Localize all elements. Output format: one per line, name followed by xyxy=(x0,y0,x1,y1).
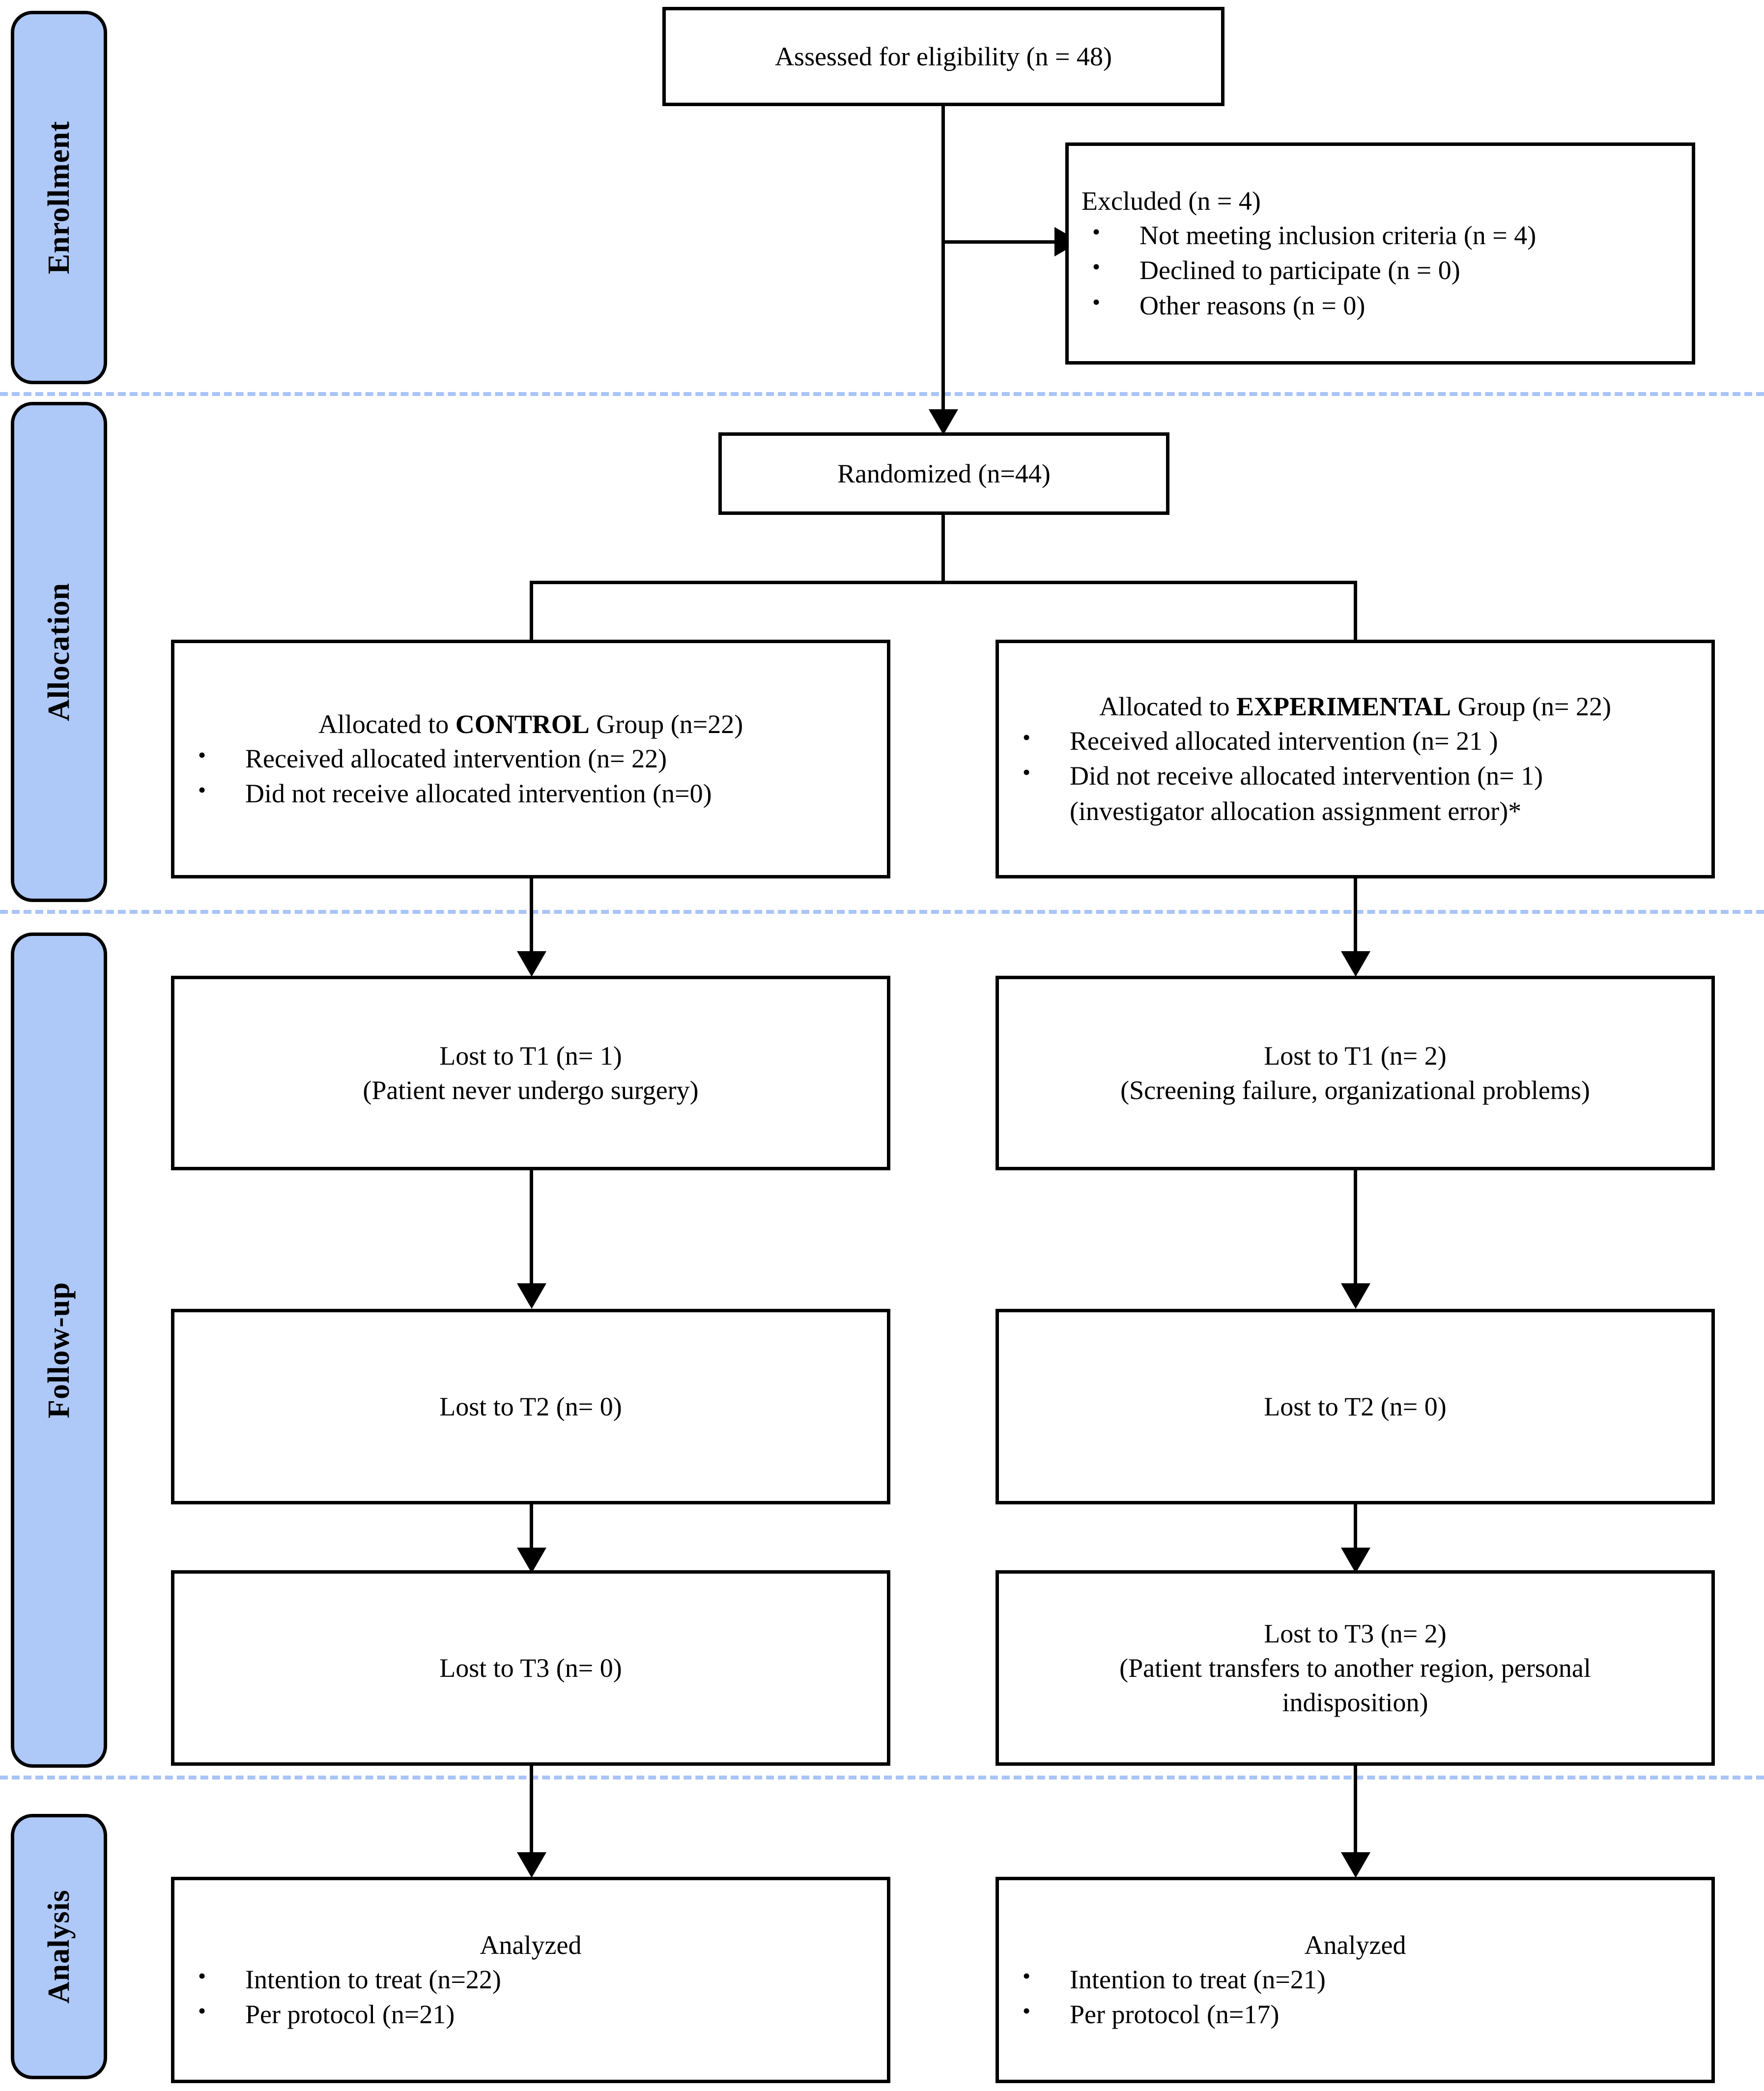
excluded-bullet-list: Not meeting inclusion criteria (n = 4) D… xyxy=(1081,217,1679,323)
analyzed-experimental-bullet-list: Intention to treat (n=21) Per protocol (… xyxy=(1012,1961,1699,2033)
control-lost-t3-line1: Lost to T3 (n= 0) xyxy=(439,1653,622,1683)
analyzed-control-bullet-list: Intention to treat (n=22) Per protocol (… xyxy=(187,1961,874,2033)
connector-randomized-split xyxy=(530,581,1357,584)
analyzed-experimental-bullet-item: Per protocol (n=17) xyxy=(1012,1996,1699,2032)
phase-label-enrollment-text: Enrollment xyxy=(42,121,76,274)
node-allocated-experimental: Allocated to EXPERIMENTAL Group (n= 22) … xyxy=(996,640,1715,878)
node-assessed-for-eligibility: Assessed for eligibility (n = 48) xyxy=(662,7,1224,106)
allocated-experimental-note: (investigator allocation assignment erro… xyxy=(1070,796,1522,826)
excluded-bullet-item: Not meeting inclusion criteria (n = 4) xyxy=(1081,217,1679,253)
control-lost-t1-line2: (Patient never undergo surgery) xyxy=(363,1075,699,1105)
phase-label-analysis-text: Analysis xyxy=(42,1890,76,2004)
allocated-control-bullet-item: Received allocated intervention (n= 22) xyxy=(187,740,874,776)
node-experimental-lost-t3: Lost to T3 (n= 2) (Patient transfers to … xyxy=(996,1570,1715,1766)
connector-control-alloc-to-t1 xyxy=(530,878,533,951)
node-experimental-lost-t1: Lost to T1 (n= 2) (Screening failure, or… xyxy=(996,976,1715,1170)
excluded-bullet-item: Declined to participate (n = 0) xyxy=(1081,252,1679,288)
node-allocated-control: Allocated to CONTROL Group (n=22) Receiv… xyxy=(171,640,890,878)
allocated-control-group-name: CONTROL xyxy=(455,709,590,739)
phase-label-allocation-text: Allocation xyxy=(42,582,76,722)
allocated-experimental-bullet-list: Received allocated intervention (n= 21 )… xyxy=(1012,723,1699,829)
control-lost-t2-line1: Lost to T2 (n= 0) xyxy=(439,1391,622,1421)
arrow-experimental-t1-to-t2 xyxy=(1341,1283,1370,1309)
connector-to-experimental-allocation xyxy=(1354,581,1357,643)
analyzed-control-bullet-item: Intention to treat (n=22) xyxy=(187,1961,874,1997)
phase-label-followup: Follow-up xyxy=(11,932,107,1768)
phase-label-allocation: Allocation xyxy=(11,402,107,902)
arrow-control-t3-to-analysis xyxy=(517,1852,546,1878)
connector-assessed-to-excluded xyxy=(941,240,1064,244)
arrow-experimental-t3-to-analysis xyxy=(1341,1852,1370,1878)
allocated-control-bullet-list: Received allocated intervention (n= 22) … xyxy=(187,740,874,812)
phase-label-enrollment: Enrollment xyxy=(11,11,107,384)
separator-followup-analysis xyxy=(0,1776,1764,1780)
connector-randomized-stem xyxy=(941,515,945,581)
connector-to-control-allocation xyxy=(530,581,533,643)
allocated-experimental-bullet-item: Did not receive allocated intervention (… xyxy=(1012,758,1699,793)
experimental-lost-t2-line1: Lost to T2 (n= 0) xyxy=(1264,1391,1447,1421)
connector-experimental-t1-to-t2 xyxy=(1354,1170,1357,1283)
allocated-control-bullet-item: Did not receive allocated intervention (… xyxy=(187,775,874,811)
excluded-bullet-item: Other reasons (n = 0) xyxy=(1081,287,1679,323)
allocated-control-heading-suffix: Group (n=22) xyxy=(589,709,743,739)
analyzed-control-bullet-item: Per protocol (n=21) xyxy=(187,1996,874,2032)
allocated-control-heading-prefix: Allocated to xyxy=(318,709,455,739)
node-excluded: Excluded (n = 4) Not meeting inclusion c… xyxy=(1065,142,1695,365)
experimental-lost-t3-line2: (Patient transfers to another region, pe… xyxy=(1119,1653,1591,1718)
excluded-heading: Excluded (n = 4) xyxy=(1081,186,1261,216)
node-analyzed-experimental: Analyzed Intention to treat (n=21) Per p… xyxy=(996,1877,1715,2083)
connector-control-t2-to-t3 xyxy=(530,1504,533,1548)
connector-control-t3-to-analysis xyxy=(530,1766,533,1852)
allocated-experimental-group-name: EXPERIMENTAL xyxy=(1236,692,1451,721)
connector-assessed-stem xyxy=(941,106,945,409)
arrow-control-t2-to-t3 xyxy=(517,1548,546,1573)
node-randomized: Randomized (n=44) xyxy=(718,432,1169,515)
analyzed-control-heading: Analyzed xyxy=(480,1930,582,1960)
analyzed-experimental-bullet-item: Intention to treat (n=21) xyxy=(1012,1961,1699,1997)
connector-experimental-alloc-to-t1 xyxy=(1354,878,1357,951)
node-experimental-lost-t2: Lost to T2 (n= 0) xyxy=(996,1309,1715,1504)
experimental-lost-t1-line1: Lost to T1 (n= 2) xyxy=(1264,1041,1447,1071)
allocated-control-heading: Allocated to CONTROL Group (n=22) xyxy=(187,707,874,741)
node-analyzed-control: Analyzed Intention to treat (n=22) Per p… xyxy=(171,1877,890,2083)
phase-label-analysis: Analysis xyxy=(11,1814,107,2079)
allocated-experimental-bullet-item: Received allocated intervention (n= 21 ) xyxy=(1012,723,1699,759)
node-control-lost-t3: Lost to T3 (n= 0) xyxy=(171,1570,890,1766)
node-control-lost-t2: Lost to T2 (n= 0) xyxy=(171,1309,890,1504)
allocated-experimental-heading-suffix: Group (n= 22) xyxy=(1451,692,1611,721)
connector-control-t1-to-t2 xyxy=(530,1170,533,1283)
phase-label-followup-text: Follow-up xyxy=(42,1282,76,1418)
arrow-control-t1-to-t2 xyxy=(517,1283,546,1309)
allocated-experimental-heading-prefix: Allocated to xyxy=(1099,692,1236,721)
analyzed-experimental-heading: Analyzed xyxy=(1304,1930,1406,1960)
connector-experimental-t2-to-t3 xyxy=(1354,1504,1357,1548)
arrow-experimental-t2-to-t3 xyxy=(1341,1548,1370,1573)
allocated-experimental-heading: Allocated to EXPERIMENTAL Group (n= 22) xyxy=(1012,689,1699,724)
arrow-experimental-alloc-to-t1 xyxy=(1341,951,1370,977)
experimental-lost-t3-line1: Lost to T3 (n= 2) xyxy=(1264,1618,1447,1648)
control-lost-t1-line1: Lost to T1 (n= 1) xyxy=(439,1041,622,1071)
node-control-lost-t1: Lost to T1 (n= 1) (Patient never undergo… xyxy=(171,976,890,1170)
experimental-lost-t1-line2: (Screening failure, organizational probl… xyxy=(1120,1075,1590,1105)
arrow-assessed-to-randomized xyxy=(929,409,958,435)
separator-allocation-followup xyxy=(0,910,1764,914)
randomized-text: Randomized (n=44) xyxy=(837,458,1051,488)
assessed-text: Assessed for eligibility (n = 48) xyxy=(775,41,1112,71)
arrow-control-alloc-to-t1 xyxy=(517,951,546,977)
separator-enrollment-allocation xyxy=(0,392,1764,396)
connector-experimental-t3-to-analysis xyxy=(1354,1766,1357,1852)
